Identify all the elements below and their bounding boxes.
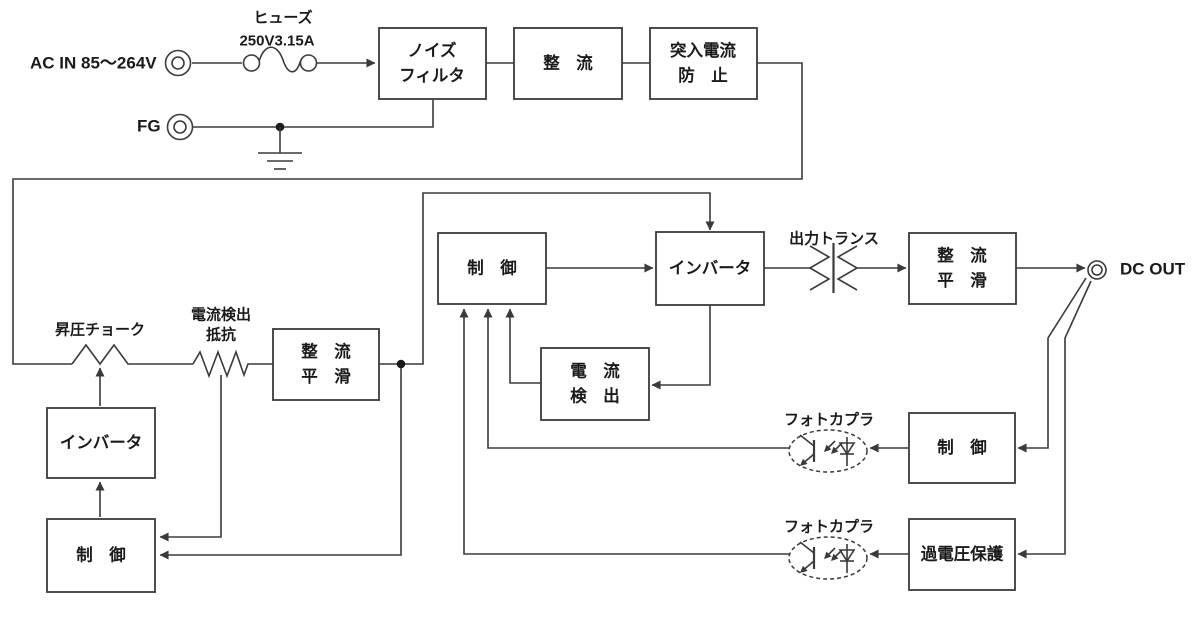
boost-choke-label: 昇圧チョーク: [55, 322, 145, 339]
fg-connector: [166, 113, 194, 141]
wire-dc-out-to-ovp: [1017, 280, 1092, 559]
sense-resistor-label-line2: 抵抗: [206, 326, 236, 344]
boost-choke-symbol: [71, 343, 193, 366]
fg-label: FG: [137, 117, 161, 136]
current-detect-label-line2: 検 出: [570, 386, 620, 406]
block-pfc-control: 制 御: [46, 518, 156, 593]
block-noise-filter: ノイズ フィルタ: [378, 27, 487, 100]
block-inrush-protection: 突入電流 防 止: [649, 27, 758, 100]
block-overvoltage-protection: 過電圧保護: [908, 518, 1016, 591]
photocoupler-bottom-symbol: [788, 536, 868, 580]
ac-in-label: AC IN 85〜264V: [30, 54, 157, 73]
fuse-name-label: ヒューズ: [253, 9, 312, 27]
inrush-label-line1: 突入電流: [670, 40, 737, 60]
sense-resistor-label-line1: 電流検出: [191, 306, 251, 324]
pfc-smoothing-label-line1: 整 流: [301, 341, 351, 361]
ac-in-connector: [164, 49, 192, 77]
pfc-smoothing-label-line2: 平 滑: [301, 367, 351, 386]
rectifier-label: 整 流: [543, 53, 593, 73]
dc-out-connector: [1087, 260, 1107, 280]
sense-resistor-symbol: [192, 349, 273, 379]
wire-fg-to-noise-filter: [193, 100, 434, 128]
wire-dc-out-to-feedback-control: [1017, 277, 1087, 453]
wire-inrush-to-choke-loop: [12, 62, 803, 365]
photocoupler-top-label: フォトカプラ: [784, 412, 874, 429]
pfc-control-label: 制 御: [76, 545, 126, 565]
output-transformer-label: 出力トランス: [789, 230, 879, 248]
wire-resistor-sense-to-pfc-control: [159, 375, 222, 542]
block-pfc-inverter: インバータ: [46, 407, 156, 479]
wire-inverter-to-current-detect: [651, 305, 711, 390]
current-detect-label-line1: 電 流: [570, 361, 620, 381]
wire-photocoupler-bottom-to-main-control: [459, 308, 789, 555]
main-inverter-label: インバータ: [669, 259, 752, 278]
fuse-rating-label: 250V3.15A: [239, 33, 314, 50]
block-current-detect: 電 流 検 出: [540, 347, 650, 421]
block-main-inverter: インバータ: [655, 231, 765, 306]
junction-dot-bus: [396, 359, 406, 369]
main-control-label: 制 御: [467, 258, 517, 278]
block-rectifier: 整 流: [513, 27, 623, 100]
output-smoothing-label-line2: 平 滑: [937, 271, 987, 290]
wire-current-detect-to-main-control: [505, 308, 541, 384]
wire-pfc-out-to-main-inverter: [379, 192, 715, 365]
block-feedback-control: 制 御: [908, 412, 1016, 484]
photocoupler-top-symbol: [788, 429, 868, 473]
dc-out-label: DC OUT: [1120, 260, 1186, 279]
wire-bus-sense-to-pfc-control: [159, 364, 402, 560]
fuse-symbol: [192, 46, 318, 73]
noise-filter-label-line2: フィルタ: [399, 66, 465, 85]
overvoltage-protection-label: 過電圧保護: [921, 544, 1004, 564]
pfc-inverter-label: インバータ: [60, 433, 143, 452]
wire-photocoupler-top-to-main-control: [483, 308, 789, 449]
photocoupler-bottom-label: フォトカプラ: [784, 519, 874, 536]
inrush-label-line2: 防 止: [678, 65, 728, 85]
block-output-smoothing: 整 流 平 滑: [908, 232, 1017, 305]
feedback-control-label: 制 御: [937, 437, 987, 457]
output-transformer-symbol: [808, 243, 859, 293]
block-pfc-smoothing: 整 流 平 滑: [272, 328, 380, 401]
noise-filter-label-line1: ノイズ: [407, 40, 457, 60]
ground-symbol: [258, 127, 302, 170]
output-smoothing-label-line1: 整 流: [937, 245, 987, 265]
block-main-control: 制 御: [437, 232, 547, 305]
